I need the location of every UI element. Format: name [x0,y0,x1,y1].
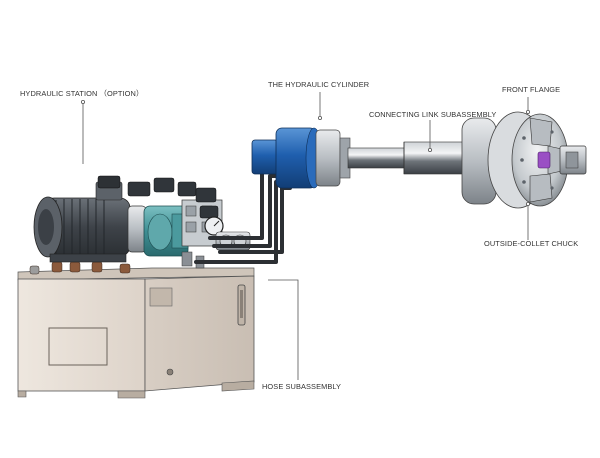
label-outside-collet-chuck: OUTSIDE-COLLET CHUCK [484,239,578,248]
label-connecting-link: CONNECTING LINK SUBASSEMBLY [369,110,496,119]
pressure-gauge [204,216,224,236]
link-rod-thin [347,147,407,169]
drain-plug [166,368,174,376]
collet-insert [537,151,551,169]
cylinder-rear-cap [251,139,279,175]
label-hydraulic-station: HYDRAULIC STATION （OPTION） [20,89,143,98]
hydraulic-pump [143,205,189,257]
tank-front [17,278,146,392]
hydraulic-cylinder [251,127,351,189]
callout-lines [82,92,529,380]
tank-foot-mid [117,390,146,399]
tank-access-panel [48,327,108,366]
connecting-link [347,141,471,175]
label-hose-subassembly: HOSE SUBASSEMBLY [262,382,341,391]
bell-housing [127,205,147,253]
tank-foot-right [221,380,255,392]
tank-foot-left [17,390,27,398]
label-hydraulic-cylinder: THE HYDRAULIC CYLINDER [268,80,369,89]
cylinder-silver-ring [315,129,341,187]
top-bolts [29,261,131,275]
tank-side-cover [149,287,173,307]
callout-hose-subassembly [268,279,299,380]
link-rod-thick [403,141,471,175]
collet-chuck [461,111,587,209]
motor-feet [49,253,127,263]
hydraulic-station [17,175,255,399]
label-front-flange: FRONT FLANGE [502,85,560,94]
solenoid-valves [97,175,219,219]
